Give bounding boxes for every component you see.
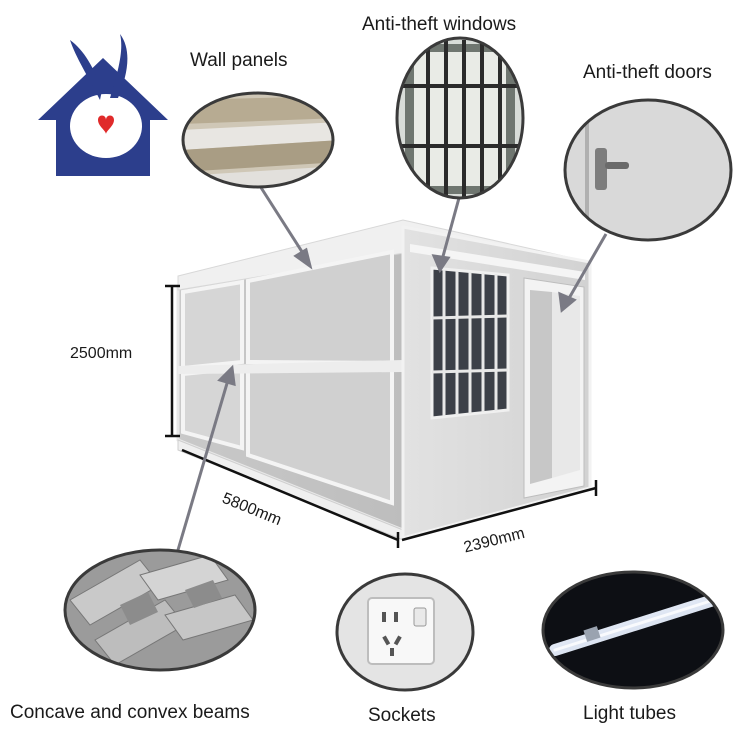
brand-logo (38, 34, 168, 176)
length-dimension-line (181, 448, 399, 542)
label-anti-theft-windows: Anti-theft windows (362, 14, 517, 35)
label-sockets: Sockets (368, 705, 436, 726)
callout-anti-theft-windows (395, 36, 525, 200)
dimension-height: 2500mm (70, 345, 133, 362)
width-dimension-line (401, 486, 597, 542)
callout-anti-theft-doors (563, 98, 733, 242)
container-house (176, 219, 592, 541)
label-wall-panels: Wall panels (190, 50, 288, 71)
window (430, 266, 510, 420)
heart-icon (98, 115, 114, 134)
callout-sockets (335, 572, 475, 692)
label-concave-convex-beams: Concave and convex beams (10, 702, 250, 723)
callout-light-tubes (541, 570, 725, 690)
callout-arrows (176, 185, 608, 551)
dimension-lines (165, 284, 598, 548)
callout-wall-panels (181, 91, 335, 189)
label-anti-theft-doors: Anti-theft doors (583, 62, 712, 83)
callout-beams (63, 548, 257, 672)
door (523, 277, 585, 499)
label-light-tubes: Light tubes (583, 703, 676, 724)
